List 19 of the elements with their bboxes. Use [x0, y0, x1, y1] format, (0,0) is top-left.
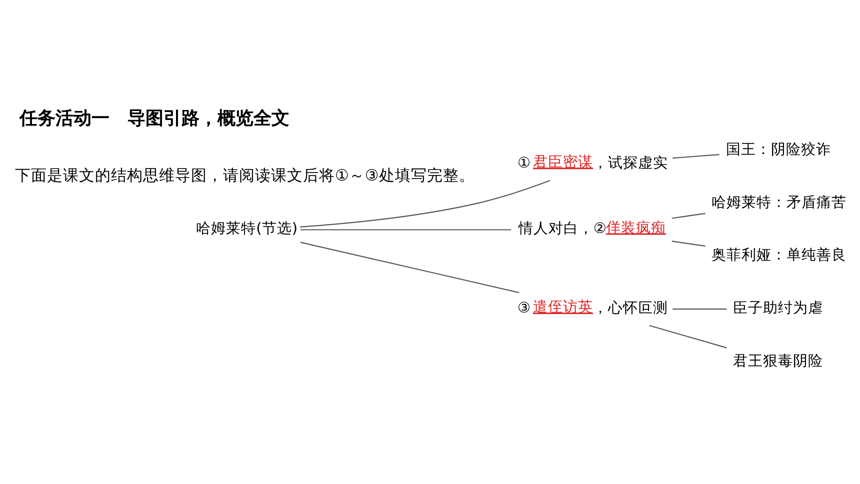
- node-text: 哈姆莱特：矛盾痛苦: [712, 193, 847, 210]
- node-text: 国王：阴险狡诈: [726, 140, 831, 158]
- connector: [300, 180, 550, 227]
- node-text: 情人对白，②佯装疯痴: [518, 218, 666, 237]
- connector: [300, 228, 512, 230]
- node-text: ③ 遣侄访英，心怀叵测: [518, 298, 668, 316]
- label: 下面是课文的结构思维导图，请阅读课文后将①～③处填写完整。: [15, 166, 475, 184]
- connector: [672, 154, 720, 158]
- node-text: 君王狠毒阴险: [733, 352, 824, 369]
- connector: [672, 212, 706, 218]
- node-text: 奥菲利娅：单纯善良: [712, 246, 847, 264]
- connector: [649, 324, 727, 348]
- diagram-title: 任务活动一 导图引路，概览全文: [20, 107, 290, 128]
- node-text: ① 君臣密谋，试探虚实: [518, 153, 668, 172]
- connector: [672, 308, 727, 310]
- node-text: 臣子助纣为虐: [733, 299, 824, 316]
- connector: [672, 240, 706, 246]
- connector: [300, 241, 520, 293]
- node-text: 哈姆莱特(节选): [196, 220, 298, 237]
